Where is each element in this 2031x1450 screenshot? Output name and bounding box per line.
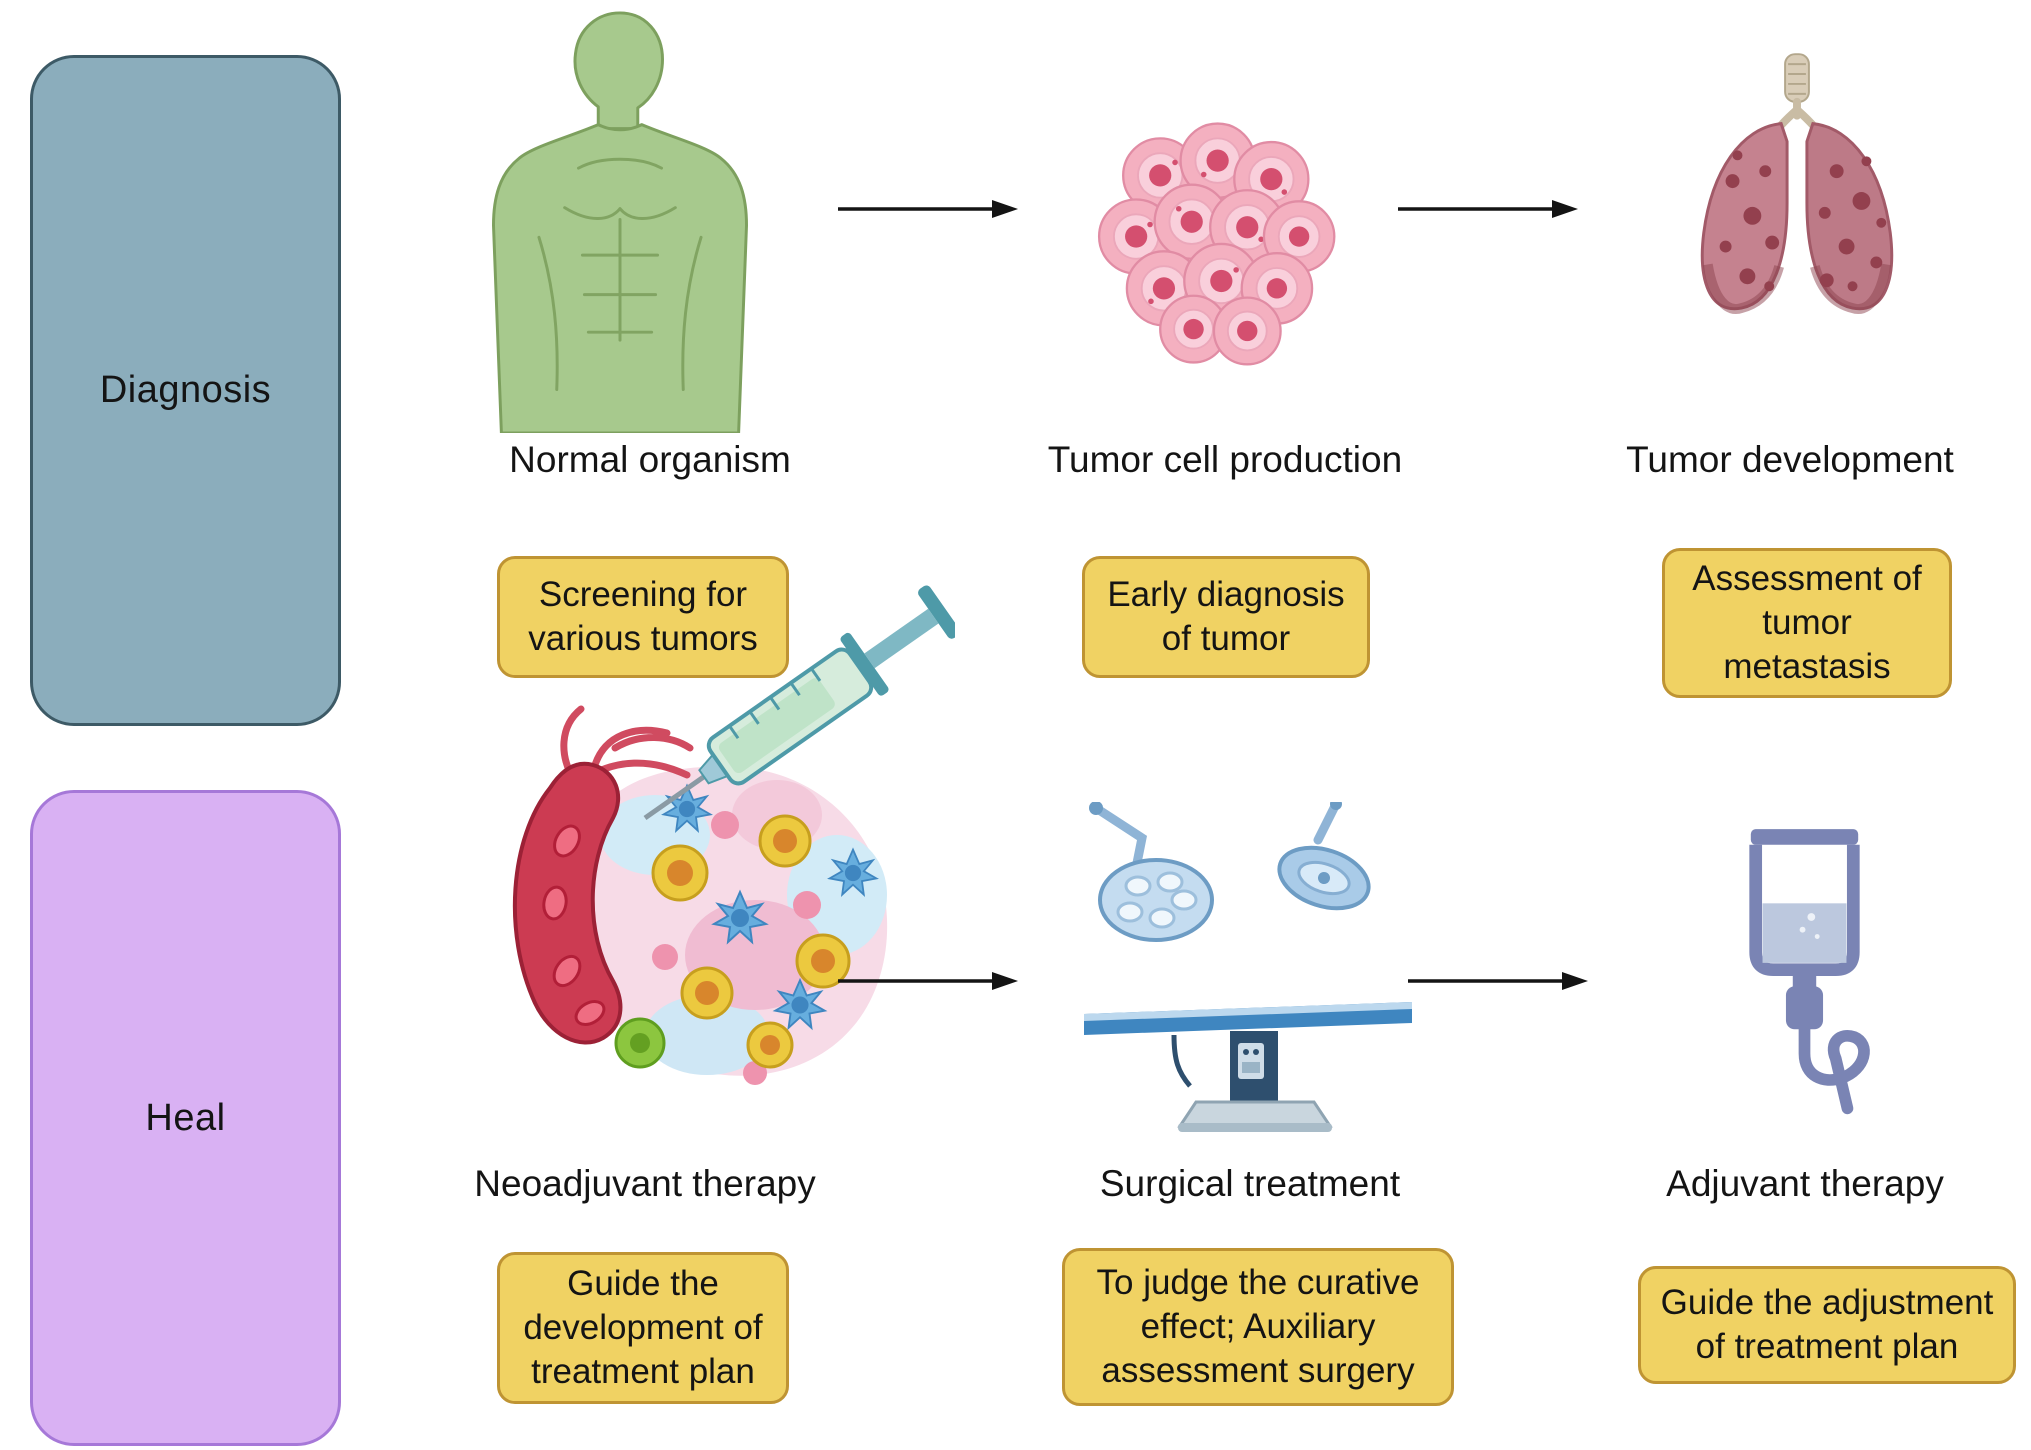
step-label-surgical-treatment: Surgical treatment — [1099, 1163, 1401, 1204]
lungs-metastasis-icon — [1678, 52, 1916, 340]
diagnosis-category-label: Diagnosis — [99, 369, 272, 411]
heal-category-box: Heal — [30, 790, 341, 1446]
callout-curative-effect: To judge the curative effect; Auxiliary … — [1062, 1248, 1454, 1406]
operating-table-icon — [1078, 802, 1418, 1137]
step-label-tumor-cell-production: Tumor cell production — [1047, 439, 1403, 480]
flow-arrow-icon — [838, 968, 1018, 994]
flow-arrow-icon — [838, 196, 1018, 222]
tumor-syringe-icon — [455, 572, 955, 1164]
tumor-cells-icon — [1088, 112, 1338, 374]
callout-metastasis-assessment: Assessment of tumor metastasis — [1662, 548, 1952, 698]
flow-arrow-icon — [1408, 968, 1588, 994]
step-label-neoadjuvant-therapy: Neoadjuvant therapy — [474, 1163, 816, 1204]
step-label-normal-organism: Normal organism — [509, 439, 791, 480]
callout-screening: Screening for various tumors — [497, 556, 789, 678]
step-label-adjuvant-therapy: Adjuvant therapy — [1666, 1163, 1944, 1204]
callout-early-diagnosis: Early diagnosis of tumor — [1082, 556, 1370, 678]
diagnosis-category-box: Diagnosis — [30, 55, 341, 726]
iv-drip-icon — [1702, 826, 1907, 1131]
callout-guide-development: Guide the development of treatment plan — [497, 1252, 789, 1404]
heal-category-label: Heal — [145, 1096, 226, 1139]
flow-arrow-icon — [1398, 196, 1578, 222]
step-label-tumor-development: Tumor development — [1626, 439, 1954, 480]
callout-guide-adjustment: Guide the adjustment of treatment plan — [1638, 1266, 2016, 1384]
human-body-icon — [470, 8, 770, 433]
